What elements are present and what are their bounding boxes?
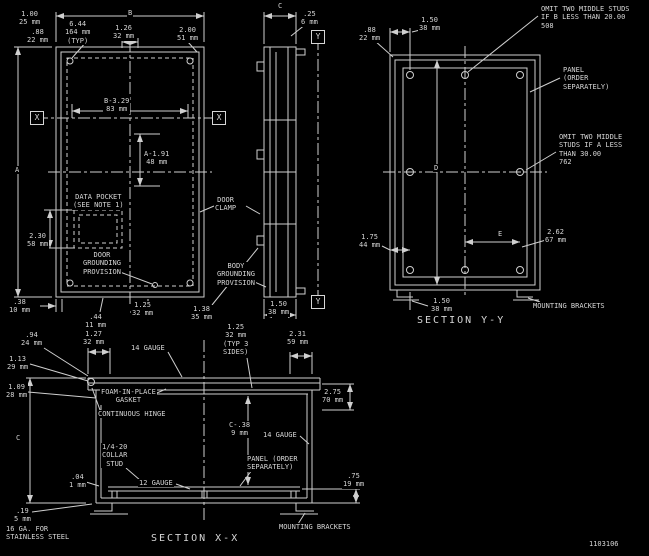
section-marker-y-bottom: Y	[311, 295, 325, 309]
xx-stainless-note: 16 GA. FOR STAINLESS STEEL	[5, 525, 71, 542]
section-marker-x-right: X	[212, 111, 226, 125]
section-marker-x-left: X	[30, 111, 44, 125]
xx-dim-c-label: C	[15, 434, 22, 443]
xx-dim-right-offset-label: 2.31 59 mm	[286, 330, 310, 347]
yy-dim-d-label: D	[433, 164, 440, 173]
xx-body-gauge-note: 14 GAUGE	[262, 431, 298, 440]
yy-dim-stud-left-label: 1.75 44 mm	[358, 233, 382, 250]
section-xx-lines	[26, 340, 360, 525]
xx-dim-back-gap-label: .19 5 mm	[13, 507, 32, 524]
xx-dim-door-inset-label: 1.13 29 mm	[6, 355, 30, 372]
xx-dim-panel-depth-label: C-.38 9 mm	[228, 421, 252, 438]
dim-bottom-right-label: 1.25 32 mm	[131, 301, 155, 318]
yy-dim-bracket-label: 1.50 38 mm	[430, 297, 454, 314]
xx-dim-gasket-offset-label: 1.09 28 mm	[5, 383, 29, 400]
xx-collar-stud-note: 1/4-20 COLLAR STUD	[101, 443, 129, 468]
dim-panel-offset-label: A-1.91 48 mm	[143, 150, 171, 167]
dim-top-offset-label: 1.00 25 mm	[18, 10, 42, 27]
dim-panel-width-label: B-3.29 83 mm	[103, 97, 131, 114]
xx-dim-panel-gap-label: .04 1 mm	[68, 473, 87, 490]
xx-dim-stud-height-label: .75 19 mm	[342, 472, 366, 489]
dim-bottom-center-label: .44 11 mm	[84, 313, 108, 330]
dim-top-center-label: 1.26 32 mm	[112, 24, 136, 41]
dim-c-label: C	[277, 2, 284, 11]
dim-bottom-left-label: .38 10 mm	[8, 298, 32, 315]
section-xx-title: SECTION X-X	[150, 533, 241, 545]
door-clamp-note: DOOR CLAMP	[214, 196, 238, 213]
yy-dim-stud-top-label: 1.50 38 mm	[418, 16, 442, 33]
xx-dim-hinge-offset-label: 1.27 32 mm	[82, 330, 106, 347]
dim-top-offset2-label: .88 22 mm	[26, 28, 50, 45]
yy-panel-note: PANEL (ORDER SEPARATELY)	[562, 66, 611, 91]
xx-dim-door-gap-label: .94 24 mm	[20, 331, 44, 348]
xx-foam-gasket-note: FOAM-IN-PLACE GASKET	[100, 388, 157, 405]
dim-b-label: B	[127, 9, 134, 18]
yy-dim-wall-label: .88 22 mm	[358, 26, 382, 43]
xx-hinge-note: CONTINUOUS HINGE	[97, 410, 167, 419]
yy-omit-studs-b-note: OMIT TWO MIDDLE STUDS IF B LESS THAN 20.…	[540, 5, 631, 30]
yy-mounting-brackets-note: MOUNTING BRACKETS	[532, 302, 606, 311]
xx-door-gauge-note: 14 GAUGE	[130, 344, 166, 353]
yy-omit-studs-a-note: OMIT TWO MIDDLE STUDS IF A LESS THAN 30.…	[558, 133, 624, 166]
xx-dim-flange-typ-label: 1.25 32 mm (TYP 3 SIDES)	[222, 323, 250, 356]
dim-clamp-spacing-label: 6.44 164 mm (TYP)	[64, 20, 92, 45]
side-view-lines	[249, 12, 319, 319]
xx-panel-note: PANEL (ORDER SEPARATELY)	[246, 455, 299, 472]
dim-pocket-label: 2.30 58 mm	[26, 232, 50, 249]
section-yy-title: SECTION Y-Y	[416, 315, 507, 327]
xx-panel-gauge-note: 12 GAUGE	[138, 479, 174, 488]
drawing-number: 1103106	[588, 540, 620, 549]
xx-dim-flange-depth-label: 2.75 70 mm	[321, 388, 345, 405]
yy-dim-stud-right-label: 2.62 67 mm	[544, 228, 568, 245]
body-grounding-note: BODY GROUNDING PROVISION	[216, 262, 256, 287]
dim-flange-label: .25 6 mm	[300, 10, 319, 27]
section-yy-lines	[373, 15, 561, 310]
front-view-lines	[14, 12, 261, 316]
dim-a-label: A	[14, 166, 21, 175]
yy-dim-e-label: E	[497, 230, 504, 239]
data-pocket-note: DATA POCKET (SEE NOTE 1)	[72, 193, 125, 210]
dim-bracket-side-label: 1.50 38 mm	[267, 300, 291, 317]
door-grounding-note: DOOR GROUNDING PROVISION	[82, 251, 122, 276]
section-marker-y-top: Y	[311, 30, 325, 44]
dim-clamp-side-label: 1.38 35 mm	[190, 305, 214, 322]
xx-mounting-brackets-note: MOUNTING BRACKETS	[278, 523, 352, 532]
dim-top-right-label: 2.00 51 mm	[176, 26, 200, 43]
